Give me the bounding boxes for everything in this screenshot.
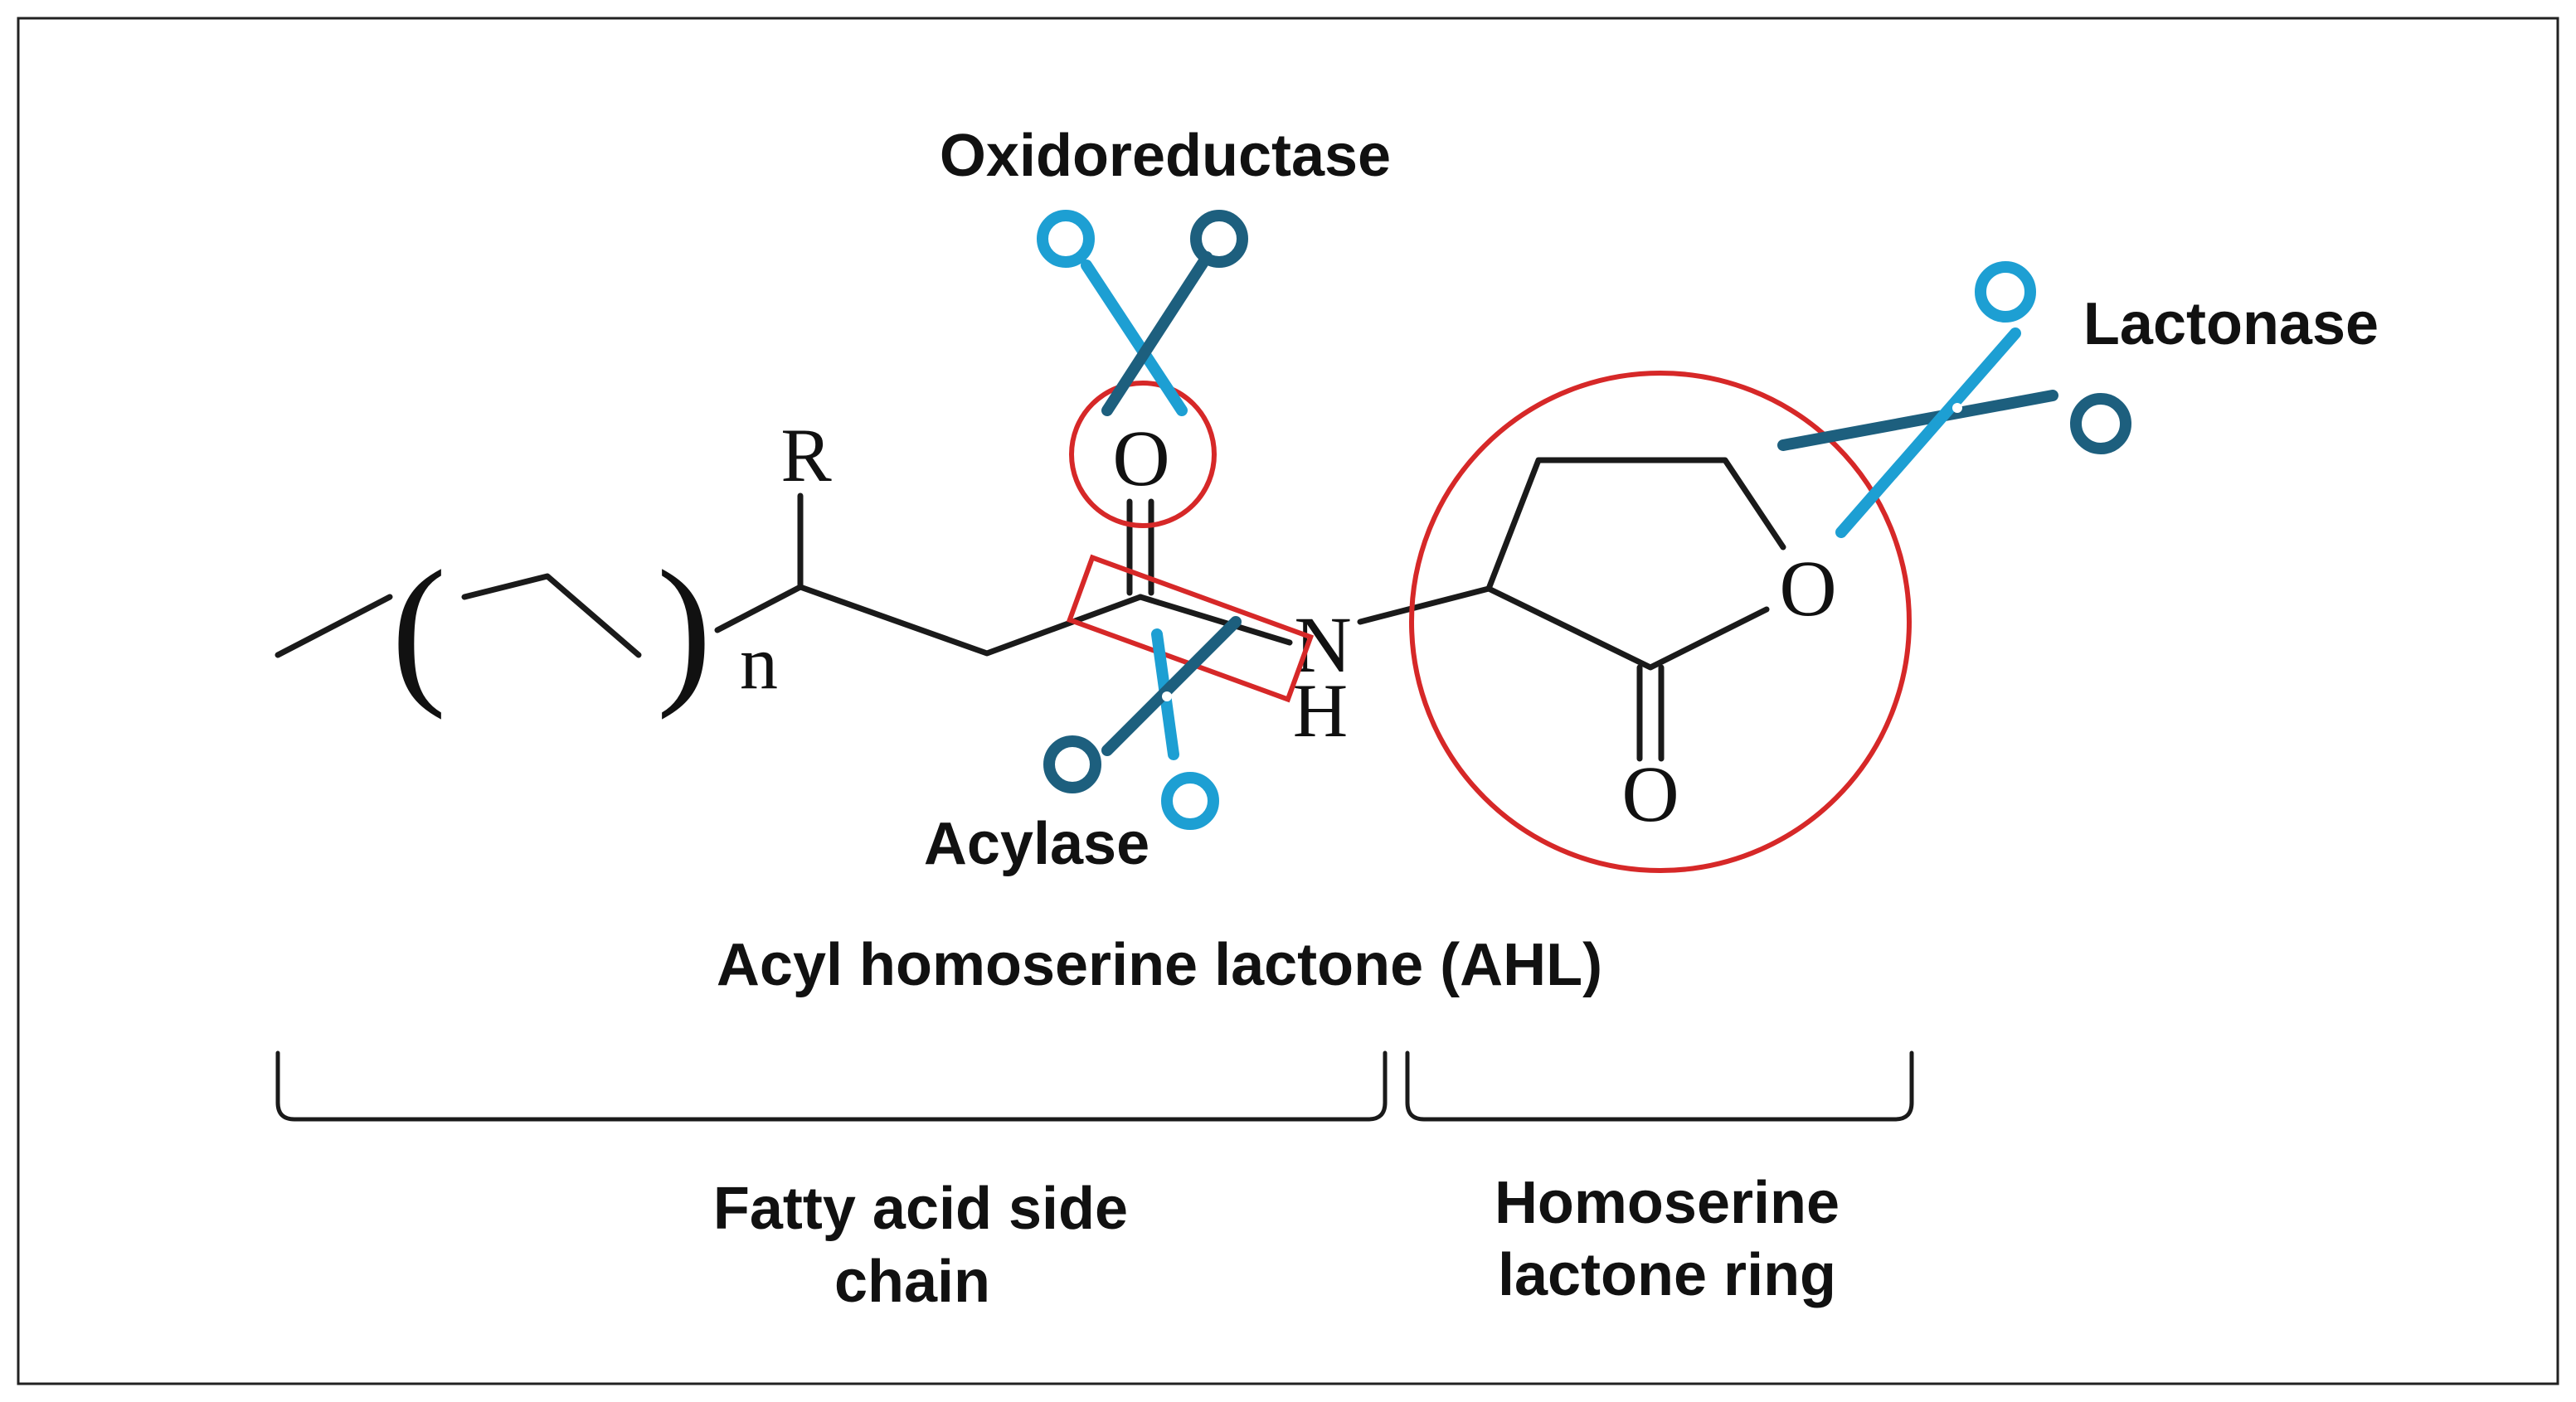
molecule-name-label: Acyl homoserine lactone (AHL): [717, 932, 1602, 998]
homoserine-brace: [1405, 1050, 1914, 1122]
scissors-icon: [1037, 210, 1248, 416]
lactone-ring-lower: [1485, 585, 1770, 671]
acylase-target-box: [1066, 554, 1315, 703]
fatty-acid-brace: [275, 1050, 1388, 1122]
lactonase-label: Lactonase: [2083, 291, 2379, 357]
fatty-acid-label-line2: chain: [834, 1249, 990, 1315]
ring-oxygen: O: [1779, 544, 1836, 633]
repeat-open-paren: (: [391, 537, 447, 720]
homoserine-label-line1: Homoserine: [1495, 1170, 1840, 1236]
terminal-bond: [275, 594, 393, 658]
lactone-carbonyl-oxygen: O: [1621, 750, 1679, 838]
chain-bonds: [714, 584, 1144, 657]
oxidoreductase-label: Oxidoreductase: [940, 123, 1391, 189]
repeat-count-n: n: [740, 620, 778, 705]
amide-bond: [1137, 594, 1293, 646]
oxidoreductase-target-circle: [1069, 381, 1217, 528]
lactonase-target-circle: [1409, 371, 1912, 873]
repeat-close-paren: ): [657, 537, 712, 720]
acylase-label: Acylase: [924, 811, 1149, 877]
amide-nitrogen: N: [1294, 600, 1351, 689]
carbonyl-oxygen: O: [1112, 414, 1169, 502]
lactone-ring-upper: [1485, 457, 1786, 592]
ahl-molecule: ( ) n R O N H O O: [275, 413, 1837, 838]
homoserine-label-line2: lactone ring: [1498, 1242, 1836, 1308]
scissors-icon: [1777, 261, 2131, 538]
r-group: R: [780, 413, 832, 497]
amide-hydrogen: H: [1293, 668, 1348, 753]
scissors-icon: [1043, 616, 1242, 830]
repeat-unit-bonds: [461, 573, 642, 658]
fatty-acid-label-line1: Fatty acid side: [713, 1176, 1128, 1242]
n-ring-bond: [1357, 585, 1492, 625]
